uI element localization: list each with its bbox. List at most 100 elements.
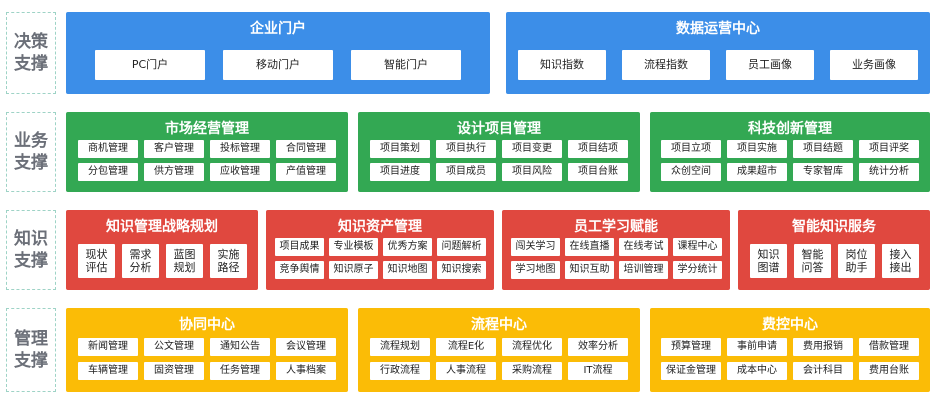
module-cell: 知识地图 — [383, 261, 432, 279]
module-cell: 学分统计 — [673, 261, 722, 279]
module-cell: 事前申请 — [727, 338, 787, 356]
module-cell: 人事流程 — [436, 362, 496, 380]
panel-knowledge-assets: 知识资产管理项目成果专业模板优秀方案问题解析竞争舆情知识原子知识地图知识搜索 — [266, 210, 494, 290]
panel-employee-learning: 员工学习赋能闯关学习在线直播在线考试课程中心学习地图知识互助培训管理学分统计 — [502, 210, 730, 290]
module-cell: 现状 评估 — [78, 244, 115, 278]
module-cell: 培训管理 — [619, 261, 668, 279]
module-cell: 专业模板 — [329, 238, 378, 256]
module-cell: 效率分析 — [568, 338, 628, 356]
panel-title: 市场经营管理 — [165, 121, 249, 137]
module-cell: 预算管理 — [661, 338, 721, 356]
module-cell: 流程优化 — [502, 338, 562, 356]
panel-title: 费控中心 — [762, 317, 818, 333]
module-cell: 项目成员 — [436, 163, 496, 181]
module-cell: 项目成果 — [275, 238, 324, 256]
module-cell: 通知公告 — [210, 338, 270, 356]
module-cell: 流程指数 — [622, 50, 710, 80]
module-cell: 客户管理 — [144, 140, 204, 158]
module-cell: 任务管理 — [210, 362, 270, 380]
row-label-business: 业务 支撑 — [6, 112, 56, 192]
panel-title: 数据运营中心 — [676, 21, 760, 37]
row-label-decision: 决策 支撑 — [6, 12, 56, 94]
module-cell: 项目结题 — [793, 140, 853, 158]
panel-tech-innovation: 科技创新管理项目立项项目实施项目结题项目评奖众创空间成果超市专家智库统计分析 — [650, 112, 930, 192]
module-cell: 投标管理 — [210, 140, 270, 158]
module-cell: 项目台账 — [568, 163, 628, 181]
panel-title: 智能知识服务 — [792, 219, 876, 235]
module-cell: 岗位 助手 — [838, 244, 875, 278]
module-cell: 费用台账 — [859, 362, 919, 380]
module-cell: 会议管理 — [276, 338, 336, 356]
panel-title: 企业门户 — [250, 21, 306, 37]
row-label-knowledge: 知识 支撑 — [6, 210, 56, 290]
module-cell: IT流程 — [568, 362, 628, 380]
module-cell: PC门户 — [95, 50, 205, 80]
module-cell: 众创空间 — [661, 163, 721, 181]
module-cell: 移动门户 — [223, 50, 333, 80]
module-cell: 优秀方案 — [383, 238, 432, 256]
module-cell: 人事档案 — [276, 362, 336, 380]
panel-design-project: 设计项目管理项目策划项目执行项目变更项目结项项目进度项目成员项目风险项目台账 — [358, 112, 640, 192]
panel-km-strategy: 知识管理战略规划现状 评估需求 分析蓝图 规划实施 路径 — [66, 210, 258, 290]
module-cell: 实施 路径 — [210, 244, 247, 278]
module-cell: 蓝图 规划 — [166, 244, 203, 278]
module-cell: 项目实施 — [727, 140, 787, 158]
panel-intelligent-service: 智能知识服务知识 图谱智能 问答岗位 助手接入 接出 — [738, 210, 930, 290]
panel-title: 设计项目管理 — [457, 121, 541, 137]
module-cell: 智能 问答 — [794, 244, 831, 278]
module-cell: 费用报销 — [793, 338, 853, 356]
module-cell: 专家智库 — [793, 163, 853, 181]
module-cell: 车辆管理 — [78, 362, 138, 380]
module-cell: 统计分析 — [859, 163, 919, 181]
module-cell: 项目结项 — [568, 140, 628, 158]
module-cell: 员工画像 — [726, 50, 814, 80]
module-cell: 需求 分析 — [122, 244, 159, 278]
module-cell: 闯关学习 — [511, 238, 560, 256]
module-cell: 商机管理 — [78, 140, 138, 158]
module-cell: 新闻管理 — [78, 338, 138, 356]
panel-title: 协同中心 — [179, 317, 235, 333]
module-cell: 接入 接出 — [882, 244, 919, 278]
module-cell: 应收管理 — [210, 163, 270, 181]
module-cell: 在线直播 — [565, 238, 614, 256]
module-cell: 知识 图谱 — [750, 244, 787, 278]
module-cell: 项目立项 — [661, 140, 721, 158]
module-cell: 会计科目 — [793, 362, 853, 380]
module-cell: 成果超市 — [727, 163, 787, 181]
module-cell: 项目执行 — [436, 140, 496, 158]
module-cell: 业务画像 — [830, 50, 918, 80]
module-cell: 项目风险 — [502, 163, 562, 181]
module-cell: 流程E化 — [436, 338, 496, 356]
panel-title: 科技创新管理 — [748, 121, 832, 137]
module-cell: 智能门户 — [351, 50, 461, 80]
module-cell: 知识指数 — [518, 50, 606, 80]
module-cell: 固资管理 — [144, 362, 204, 380]
module-cell: 知识互助 — [565, 261, 614, 279]
panel-expense-center: 费控中心预算管理事前申请费用报销借款管理保证金管理成本中心会计科目费用台账 — [650, 308, 930, 392]
row-label-management: 管理 支撑 — [6, 308, 56, 392]
panel-enterprise-portal: 企业门户 PC门户移动门户智能门户 — [66, 12, 490, 94]
module-cell: 产值管理 — [276, 163, 336, 181]
panel-title: 知识管理战略规划 — [106, 219, 218, 235]
panel-title: 流程中心 — [471, 317, 527, 333]
module-cell: 保证金管理 — [661, 362, 721, 380]
module-cell: 问题解析 — [437, 238, 486, 256]
panel-collaboration-center: 协同中心新闻管理公文管理通知公告会议管理车辆管理固资管理任务管理人事档案 — [66, 308, 348, 392]
panel-market-management: 市场经营管理商机管理客户管理投标管理合同管理分包管理供方管理应收管理产值管理 — [66, 112, 348, 192]
module-cell: 课程中心 — [673, 238, 722, 256]
module-cell: 分包管理 — [78, 163, 138, 181]
module-cell: 采购流程 — [502, 362, 562, 380]
module-cell: 公文管理 — [144, 338, 204, 356]
panel-data-operations: 数据运营中心知识指数流程指数员工画像业务画像 — [506, 12, 930, 94]
module-cell: 供方管理 — [144, 163, 204, 181]
panel-title: 员工学习赋能 — [574, 219, 658, 235]
module-cell: 项目策划 — [370, 140, 430, 158]
module-cell: 成本中心 — [727, 362, 787, 380]
module-cell: 项目评奖 — [859, 140, 919, 158]
module-cell: 合同管理 — [276, 140, 336, 158]
module-cell: 竞争舆情 — [275, 261, 324, 279]
module-cell: 知识搜索 — [437, 261, 486, 279]
module-cell: 在线考试 — [619, 238, 668, 256]
module-cell: 学习地图 — [511, 261, 560, 279]
